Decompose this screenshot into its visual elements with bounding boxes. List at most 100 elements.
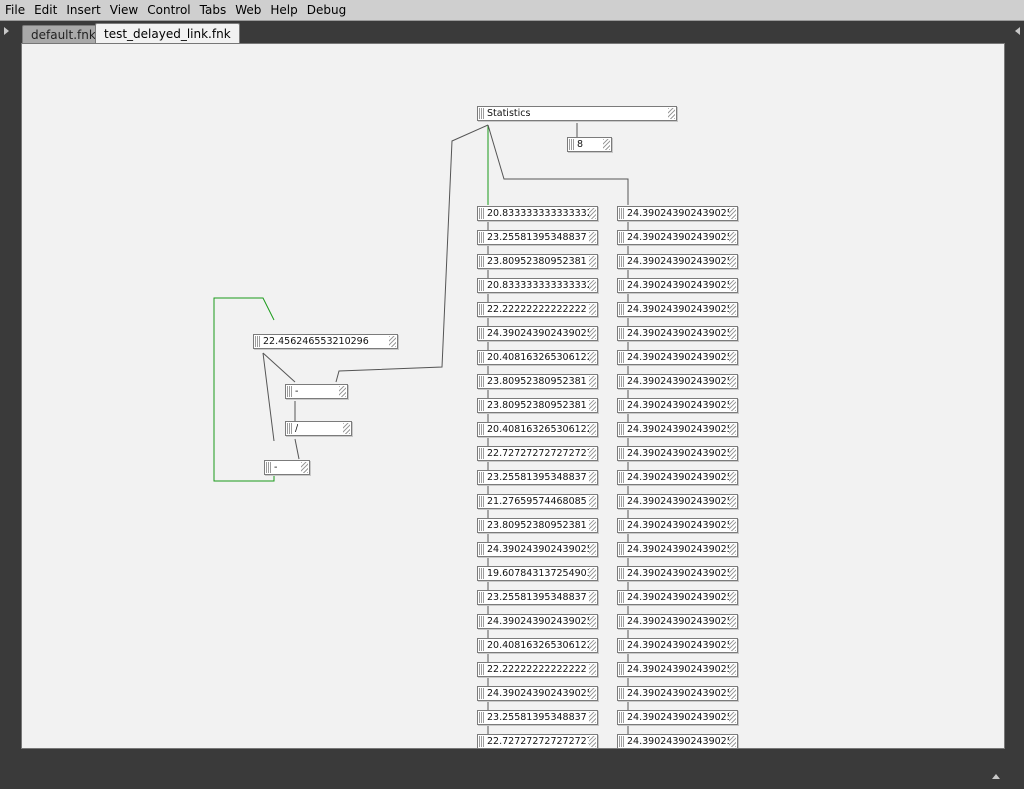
drag-grip[interactable]: [619, 328, 624, 339]
menu-help[interactable]: Help: [270, 3, 298, 17]
resize-handle[interactable]: [589, 232, 596, 243]
column-a-value-node[interactable]: 23.25581395348837: [477, 710, 598, 725]
resize-handle[interactable]: [589, 496, 596, 507]
resize-handle[interactable]: [729, 376, 736, 387]
drag-grip[interactable]: [479, 616, 484, 627]
column-a-value-node[interactable]: 24.390243902439025: [477, 686, 598, 701]
triangle-up-icon[interactable]: [992, 774, 1000, 779]
feedback-link[interactable]: [213, 297, 275, 482]
resize-handle[interactable]: [603, 139, 610, 150]
resize-handle[interactable]: [589, 592, 596, 603]
column-b-value-node[interactable]: 24.390243902439025: [617, 254, 738, 269]
column-b-value-node[interactable]: 24.390243902439025: [617, 230, 738, 245]
drag-grip[interactable]: [619, 640, 624, 651]
column-a-value-node[interactable]: 22.22222222222222: [477, 302, 598, 317]
column-a-value-node[interactable]: 24.390243902439025: [477, 326, 598, 341]
link-statistics-subtract[interactable]: [335, 124, 489, 383]
drag-grip[interactable]: [619, 280, 624, 291]
column-a-value-node[interactable]: 23.80952380952381: [477, 374, 598, 389]
menu-web[interactable]: Web: [235, 3, 262, 17]
menu-insert[interactable]: Insert: [66, 3, 101, 17]
menu-control[interactable]: Control: [147, 3, 191, 17]
drag-grip[interactable]: [479, 592, 484, 603]
column-a-value-node[interactable]: 21.27659574468085: [477, 494, 598, 509]
drag-grip[interactable]: [619, 448, 624, 459]
resize-handle[interactable]: [589, 400, 596, 411]
column-b-value-node[interactable]: 24.390243902439025: [617, 734, 738, 748]
column-a-value-node[interactable]: 23.25581395348837: [477, 470, 598, 485]
divide-node[interactable]: /: [285, 421, 352, 436]
drag-grip[interactable]: [619, 232, 624, 243]
column-b-value-node[interactable]: 24.390243902439025: [617, 614, 738, 629]
column-b-value-node[interactable]: 24.390243902439025: [617, 326, 738, 341]
column-a-value-node[interactable]: 23.25581395348837: [477, 590, 598, 605]
drag-grip[interactable]: [619, 496, 624, 507]
resize-handle[interactable]: [589, 712, 596, 723]
drag-grip[interactable]: [619, 664, 624, 675]
column-b-value-node[interactable]: 24.390243902439025: [617, 518, 738, 533]
drag-grip[interactable]: [479, 304, 484, 315]
drag-grip[interactable]: [479, 496, 484, 507]
resize-handle[interactable]: [589, 472, 596, 483]
subtract-node[interactable]: -: [285, 384, 348, 399]
resize-handle[interactable]: [729, 232, 736, 243]
column-b-value-node[interactable]: 24.390243902439025: [617, 398, 738, 413]
resize-handle[interactable]: [729, 280, 736, 291]
resize-handle[interactable]: [589, 640, 596, 651]
menu-debug[interactable]: Debug: [306, 3, 347, 17]
drag-grip[interactable]: [619, 568, 624, 579]
column-b-value-node[interactable]: 24.390243902439025: [617, 470, 738, 485]
resize-handle[interactable]: [589, 280, 596, 291]
subtract-bottom-node[interactable]: -: [264, 460, 310, 475]
resize-handle[interactable]: [343, 423, 350, 434]
resize-handle[interactable]: [729, 736, 736, 747]
tab-test-delayed-link-fnk[interactable]: test_delayed_link.fnk: [95, 23, 240, 44]
tab-default-fnk[interactable]: default.fnk: [22, 25, 105, 44]
drag-grip[interactable]: [479, 736, 484, 747]
count-node[interactable]: 8: [567, 137, 612, 152]
column-a-value-node[interactable]: 23.80952380952381: [477, 398, 598, 413]
drag-grip[interactable]: [619, 352, 624, 363]
drag-grip[interactable]: [479, 640, 484, 651]
resize-handle[interactable]: [589, 424, 596, 435]
statistics-node[interactable]: Statistics: [477, 106, 677, 121]
resize-handle[interactable]: [589, 616, 596, 627]
resize-handle[interactable]: [729, 448, 736, 459]
column-b-value-node[interactable]: 24.390243902439025: [617, 686, 738, 701]
resize-handle[interactable]: [729, 712, 736, 723]
resize-handle[interactable]: [729, 352, 736, 363]
drag-grip[interactable]: [479, 448, 484, 459]
resize-handle[interactable]: [589, 352, 596, 363]
column-b-value-node[interactable]: 24.390243902439025: [617, 566, 738, 581]
column-b-value-node[interactable]: 24.390243902439025: [617, 422, 738, 437]
resize-handle[interactable]: [589, 448, 596, 459]
resize-handle[interactable]: [589, 376, 596, 387]
resize-handle[interactable]: [729, 520, 736, 531]
resize-handle[interactable]: [729, 640, 736, 651]
resize-handle[interactable]: [589, 688, 596, 699]
resize-handle[interactable]: [729, 664, 736, 675]
drag-grip[interactable]: [479, 424, 484, 435]
column-b-value-node[interactable]: 24.390243902439025: [617, 638, 738, 653]
column-b-value-node[interactable]: 24.390243902439025: [617, 662, 738, 677]
drag-grip[interactable]: [619, 400, 624, 411]
resize-handle[interactable]: [589, 304, 596, 315]
resize-handle[interactable]: [589, 568, 596, 579]
column-a-value-node[interactable]: 20.833333333333332: [477, 206, 598, 221]
menu-view[interactable]: View: [109, 3, 139, 17]
resize-handle[interactable]: [589, 328, 596, 339]
resize-handle[interactable]: [729, 424, 736, 435]
drag-grip[interactable]: [266, 462, 271, 473]
column-a-value-node[interactable]: 22.22222222222222: [477, 662, 598, 677]
column-b-value-node[interactable]: 24.390243902439025: [617, 278, 738, 293]
column-b-value-node[interactable]: 24.390243902439025: [617, 590, 738, 605]
resize-handle[interactable]: [729, 568, 736, 579]
drag-grip[interactable]: [479, 328, 484, 339]
column-b-value-node[interactable]: 24.390243902439025: [617, 302, 738, 317]
resize-handle[interactable]: [729, 328, 736, 339]
drag-grip[interactable]: [479, 232, 484, 243]
column-a-value-node[interactable]: 20.408163265306122: [477, 422, 598, 437]
drag-grip[interactable]: [619, 424, 624, 435]
resize-handle[interactable]: [301, 462, 308, 473]
resize-handle[interactable]: [389, 336, 396, 347]
